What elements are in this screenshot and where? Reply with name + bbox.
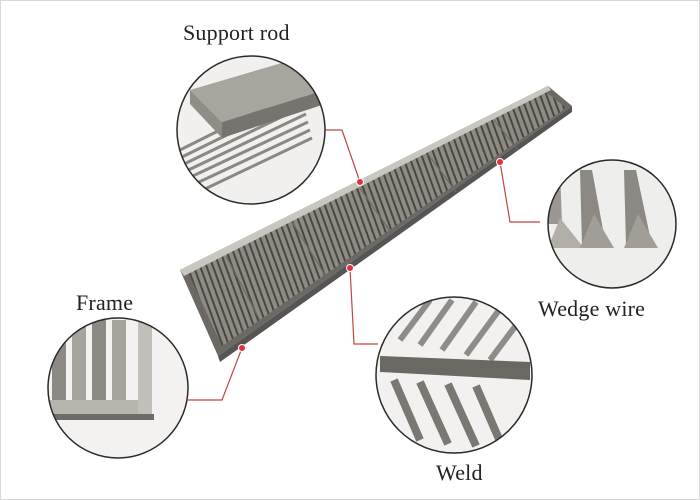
marker-dots — [238, 158, 504, 352]
marker-dot-support-rod — [356, 178, 364, 186]
leader-line-weld — [349, 267, 378, 345]
frame-corner-closeup — [47, 317, 189, 459]
label-weld: Weld — [436, 460, 483, 485]
marker-dot-frame — [238, 344, 246, 352]
support-rod-closeup — [176, 55, 326, 205]
marker-dot-weld — [346, 264, 354, 272]
leader-line-frame — [188, 347, 243, 401]
label-support-rod: Support rod — [183, 20, 290, 45]
leader-line-support-rod — [318, 129, 361, 183]
label-wedge-wire: Wedge wire — [538, 296, 646, 321]
grate-body — [180, 86, 572, 362]
leader-lines — [188, 129, 540, 401]
label-frame: Frame — [76, 290, 134, 315]
marker-dot-wedge-wire — [496, 158, 504, 166]
wedge-wire-profile-closeup — [547, 159, 677, 289]
weld-joint-closeup — [375, 296, 533, 454]
leader-line-wedge-wire — [499, 161, 540, 223]
